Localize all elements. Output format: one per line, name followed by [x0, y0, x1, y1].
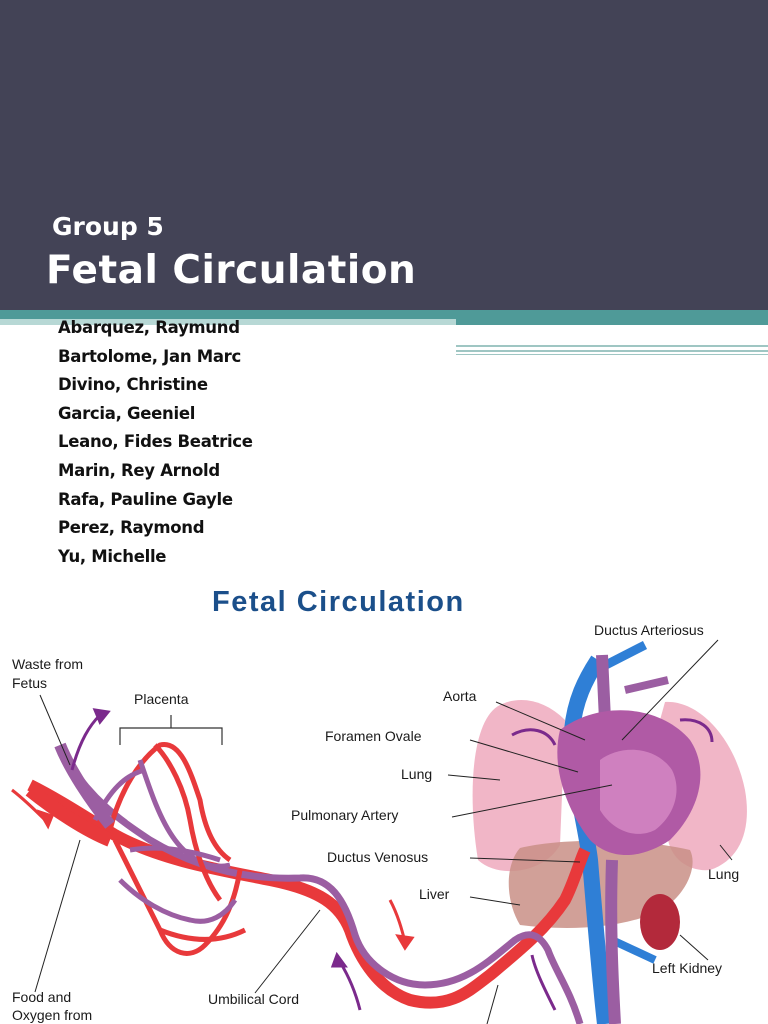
label-pulmonary-artery: Pulmonary Artery — [291, 807, 399, 823]
kidney-shape — [640, 894, 680, 950]
slide-title: Fetal Circulation — [46, 248, 417, 293]
member-name: Leano, Fides Beatrice — [58, 432, 253, 452]
label-ductus-arteriosus: Ductus Arteriosus — [594, 622, 704, 638]
label-left-kidney: Left Kidney — [652, 960, 723, 976]
umbilical-artery — [56, 748, 584, 1024]
label-foramen-ovale: Foramen Ovale — [325, 728, 422, 744]
label-placenta: Placenta — [134, 691, 189, 707]
arrow-return — [338, 961, 362, 1011]
member-name: Perez, Raymond — [58, 518, 205, 538]
arrow-lung-right — [679, 718, 714, 743]
label-lung-right: Lung — [708, 866, 740, 882]
leader-lines — [34, 639, 733, 1024]
title-banner — [0, 0, 768, 310]
label-food-oxygen-line1: Food and — [12, 989, 72, 1005]
member-name: Rafa, Pauline Gayle — [58, 489, 233, 509]
label-ductus-venosus: Ductus Venosus — [327, 849, 429, 865]
placenta-bracket — [119, 715, 223, 745]
arrow-lung-left — [511, 728, 557, 746]
arrow-waste — [70, 713, 102, 771]
fetal-circulation-diagram — [0, 580, 768, 1024]
member-name: Marin, Rey Arnold — [58, 460, 220, 480]
label-aorta: Aorta — [443, 688, 477, 704]
member-list: Abarquez, Raymund Bartolome, Jan Marc Di… — [58, 314, 253, 571]
lung-left-shape — [472, 700, 565, 872]
decorative-lines — [456, 325, 768, 355]
member-name: Divino, Christine — [58, 375, 208, 395]
label-waste-from-fetus-line1: Waste from — [12, 656, 84, 672]
member-name: Garcia, Geeniel — [58, 403, 196, 423]
member-name: Abarquez, Raymund — [58, 318, 240, 337]
label-waste-from-fetus-line2: Fetus — [12, 675, 48, 691]
label-lung-left: Lung — [401, 766, 433, 782]
diagram-title: Fetal Circulation — [212, 586, 465, 618]
food-vessel — [25, 784, 113, 847]
label-umbilical-cord: Umbilical Cord — [208, 991, 300, 1007]
member-name: Yu, Michelle — [58, 546, 167, 566]
member-name: Bartolome, Jan Marc — [58, 346, 241, 366]
label-liver: Liver — [419, 886, 450, 902]
diagram-illustration — [11, 639, 747, 1024]
waste-vessel — [54, 742, 115, 829]
group-subtitle: Group 5 — [52, 212, 164, 241]
label-food-oxygen-line2: Oxygen from — [12, 1007, 93, 1023]
teal-band-light — [0, 319, 456, 325]
